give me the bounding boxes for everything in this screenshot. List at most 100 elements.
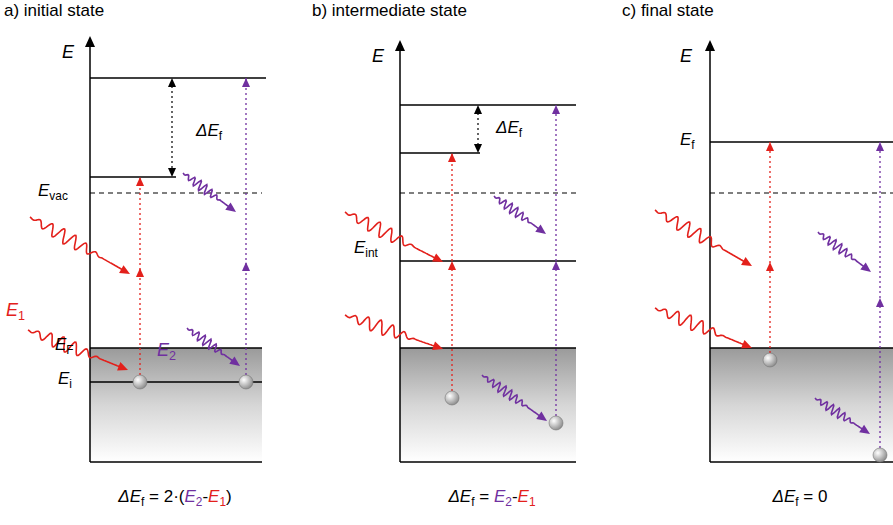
arrow-head (474, 144, 482, 153)
fermi-level (400, 347, 576, 348)
photon-wave (655, 210, 745, 262)
label-text: ΔE (118, 487, 141, 506)
final-level (400, 152, 480, 153)
label-text: f (219, 129, 222, 143)
photon-energy-label: E1 (6, 300, 25, 324)
arrow-head (242, 78, 250, 87)
label-text: = (475, 487, 494, 506)
photon-wave (815, 398, 863, 429)
photon-wave (28, 330, 120, 367)
label-text: 1 (18, 309, 25, 323)
level-label: Ei (58, 369, 72, 391)
photon-wave (482, 375, 540, 416)
fermi-sea (400, 348, 576, 462)
arrow-head (117, 362, 128, 370)
label-text: E (494, 487, 505, 506)
excitation-arrow (769, 142, 770, 353)
label-text: E (184, 487, 195, 506)
label-text: 1 (529, 495, 536, 509)
fermi-sea (710, 348, 893, 462)
arrow-head (432, 253, 443, 262)
arrow-head (448, 261, 456, 270)
axis-arrow (705, 40, 715, 51)
photon-wave (818, 232, 864, 267)
arrow-head (136, 268, 144, 277)
label-text: E (38, 181, 49, 200)
axis-line (400, 461, 576, 463)
axis-label: E (372, 46, 384, 68)
electron (133, 375, 147, 389)
level-label: Ef (680, 130, 695, 152)
axis-line (709, 48, 711, 462)
label-text: E (62, 42, 74, 62)
label-text: c) final state (622, 1, 714, 20)
label-text: int (365, 246, 378, 260)
label-text: = 0 (799, 487, 828, 506)
label-text: i (69, 377, 72, 391)
photon-wave (30, 217, 123, 270)
excitation-arrow (245, 78, 246, 375)
final-level (400, 104, 576, 105)
photon-wave (345, 212, 436, 258)
arrow-head (766, 142, 774, 151)
electron (873, 448, 887, 462)
label-text: E (6, 300, 18, 320)
label-text: f (795, 495, 798, 509)
label-text: ΔE (496, 118, 519, 137)
initial-level (90, 381, 262, 382)
label-text: E (680, 46, 692, 66)
label-text: E (55, 335, 66, 354)
photon-wave (655, 308, 744, 345)
arrow-head (741, 340, 752, 348)
fermi-level (90, 347, 262, 348)
final-level (90, 176, 176, 177)
label-text: E (354, 238, 365, 257)
panel-title: a) initial state (4, 1, 104, 21)
photon-wave (494, 196, 539, 229)
energy-gap-arrow (477, 113, 478, 145)
axis-arrow (85, 36, 95, 47)
photon-wave (187, 328, 233, 361)
label-text: E (372, 46, 384, 66)
label-text: ) (226, 487, 232, 506)
panel-title: b) intermediate state (312, 1, 467, 21)
photon-energy-label: E2 (157, 340, 176, 364)
panel-title: c) final state (622, 1, 714, 21)
excitation-arrow (555, 105, 556, 416)
label-text: ΔE (448, 487, 471, 506)
label-text: 2 (196, 495, 203, 509)
photon-wave (183, 173, 229, 207)
label-text: 1 (219, 495, 226, 509)
arrow-head (766, 262, 774, 271)
arrow-head (535, 224, 546, 234)
level-label: Eint (354, 238, 378, 260)
label-text: 2 (505, 495, 512, 509)
axis-line (399, 48, 401, 462)
label-text: E (680, 130, 691, 149)
energy-gap-label: ΔEf (496, 118, 522, 140)
arrow-head (876, 142, 884, 151)
arrow-head (225, 202, 236, 212)
energy-formula: ΔEf = E2-E1 (448, 487, 535, 509)
excitation-arrow (451, 153, 452, 391)
arrow-head (448, 153, 456, 162)
axis-line (710, 461, 893, 463)
label-text: ΔE (196, 121, 219, 140)
label-text: E (208, 487, 219, 506)
label-text: f (519, 126, 522, 140)
arrow-head (552, 261, 560, 270)
label-text: E (157, 340, 169, 360)
label-text: = 2·( (144, 487, 184, 506)
vacuum-level (710, 192, 893, 193)
level-label: Evac (38, 181, 68, 203)
vacuum-level (400, 192, 576, 193)
excitation-arrow (879, 142, 880, 448)
axis-label: E (680, 46, 692, 68)
arrow-head (741, 257, 752, 266)
arrow-head (859, 425, 870, 434)
electron (445, 391, 459, 405)
electron (549, 416, 563, 430)
arrow-head (474, 105, 482, 114)
label-text: vac (49, 189, 68, 203)
